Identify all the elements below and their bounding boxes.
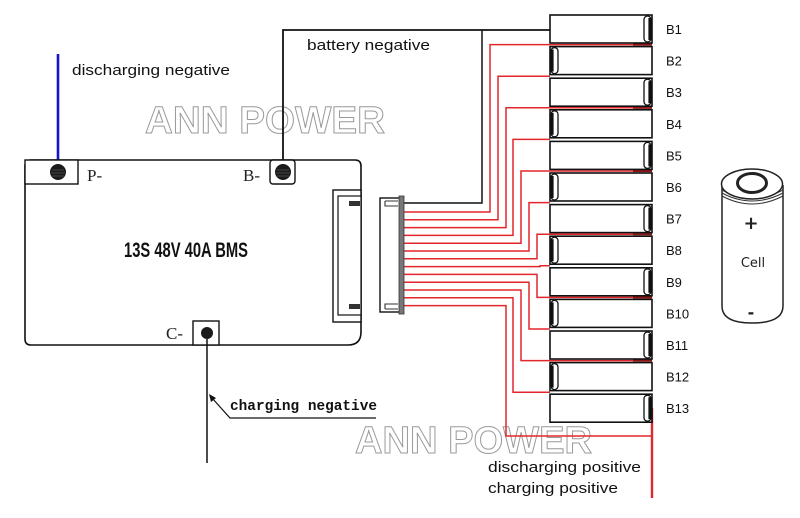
cell-label: B1 [666, 22, 682, 37]
c-terminal-label: C- [166, 324, 183, 343]
cell-label: B13 [666, 401, 689, 416]
cell-body [549, 203, 653, 234]
callout-arrow-icon [209, 394, 216, 402]
battery-cell-b8: B8 [549, 235, 682, 265]
battery-cell-b6: B6 [549, 172, 682, 202]
battery-cell-b1: B1 [549, 14, 682, 44]
b-terminal-bolt [275, 164, 291, 180]
cell-label: B10 [666, 306, 689, 321]
cell-icon-ring-3 [721, 195, 784, 205]
cell-body [549, 298, 653, 329]
cell-icon-ring-2 [721, 192, 784, 202]
battery-cell-b2: B2 [549, 45, 682, 76]
charging-negative-callout: charging negative [206, 339, 377, 463]
charging-positive-label: charging positive [488, 480, 618, 497]
cell-label: B12 [666, 370, 689, 385]
cell-body [549, 266, 653, 297]
cell-icon-top [720, 168, 784, 200]
cell-label: B3 [666, 85, 682, 100]
sense-wire-b13 [403, 304, 652, 437]
cell-body [549, 109, 653, 139]
battery-cell-b13: B13 [549, 393, 689, 424]
cell-label: B4 [666, 117, 682, 132]
cell-body [549, 393, 653, 424]
cell-label: B6 [666, 180, 682, 195]
sense-wire-b7 [403, 233, 652, 260]
b-terminal-bolt-thread [276, 169, 290, 177]
c-terminal-bolt [201, 327, 213, 339]
cell-label: B8 [666, 243, 682, 258]
socket-latch-bottom [349, 304, 360, 309]
cell-icon-label: Cell [741, 256, 765, 271]
cell-body [549, 330, 653, 360]
discharging-positive-label: discharging positive [488, 459, 641, 476]
cell-icon-terminal-ring [736, 172, 768, 194]
cell-body [549, 77, 653, 107]
cell-label: B7 [666, 212, 682, 227]
sense-wire-b6 [403, 201, 550, 252]
battery-negative-label: battery negative [307, 37, 430, 54]
cell-label: B9 [666, 275, 682, 290]
watermark-top: ANN POWER [145, 100, 385, 142]
charging-negative-label: charging negative [230, 399, 377, 415]
battery-cell-b3: B3 [549, 77, 682, 107]
battery-cell-b4: B4 [549, 109, 682, 139]
sense-wire-b5 [403, 170, 652, 244]
balance-plug [379, 195, 405, 315]
battery-cell-b11: B11 [549, 330, 688, 360]
cell-body [549, 140, 653, 171]
sense-wire-b4 [403, 138, 550, 237]
cell-icon-minus: - [748, 303, 755, 322]
sense-wire-b8 [403, 265, 550, 268]
bms-title: 13S 48V 40A BMS [124, 239, 248, 262]
sense-wire-b10 [403, 281, 550, 330]
b-terminal-label: B- [243, 166, 260, 185]
cell-body [549, 361, 653, 392]
battery-cell-b10: B10 [549, 298, 689, 329]
p-terminal-bolt [50, 164, 66, 180]
cell-icon-plus: + [743, 213, 758, 234]
cell-label: B11 [666, 338, 688, 353]
battery-cell-b12: B12 [549, 361, 689, 392]
sense-wire-b2 [403, 75, 550, 221]
balance-wires [282, 29, 654, 498]
sense-wire-b1 [403, 43, 652, 213]
bms-board: P- B- C- 13S 48V 40A BMS [24, 159, 362, 346]
c-minus-terminal: C- [166, 320, 220, 346]
cell-body [549, 45, 653, 76]
sense-wire-b11 [403, 289, 652, 362]
cell-icon-body [721, 185, 784, 324]
socket-inner [337, 195, 362, 316]
sense-wire-b12 [403, 297, 550, 393]
battery-negative-wire [282, 29, 550, 172]
plug-latch-bottom [384, 303, 398, 310]
plug-latch-top [384, 200, 398, 207]
p-terminal-label: P- [87, 166, 102, 185]
battery-cell-b9: B9 [549, 266, 682, 297]
socket-latch-top [349, 201, 360, 206]
p-minus-terminal: P- [24, 159, 102, 185]
cell-label: B5 [666, 148, 682, 163]
cell-label: B2 [666, 54, 682, 69]
discharging-negative-label: discharging negative [72, 62, 230, 79]
callout-leader [211, 397, 376, 419]
sense-wire-b9 [403, 273, 652, 299]
p-terminal-bolt-thread [51, 169, 65, 177]
cell-body [549, 14, 653, 44]
sense-wire-b0 [403, 30, 483, 204]
sense-wire-b3 [403, 107, 652, 229]
b-minus-terminal: B- [243, 159, 296, 185]
cell-body [549, 235, 653, 265]
cell-body [549, 172, 653, 202]
cell-icon: + Cell - [720, 168, 784, 324]
plug-pin-strip [398, 195, 405, 315]
battery-cell-b5: B5 [549, 140, 682, 171]
board-balance-socket [332, 189, 362, 323]
battery-cell-b7: B7 [549, 203, 682, 234]
watermark-bottom: ANN POWER [355, 420, 592, 462]
